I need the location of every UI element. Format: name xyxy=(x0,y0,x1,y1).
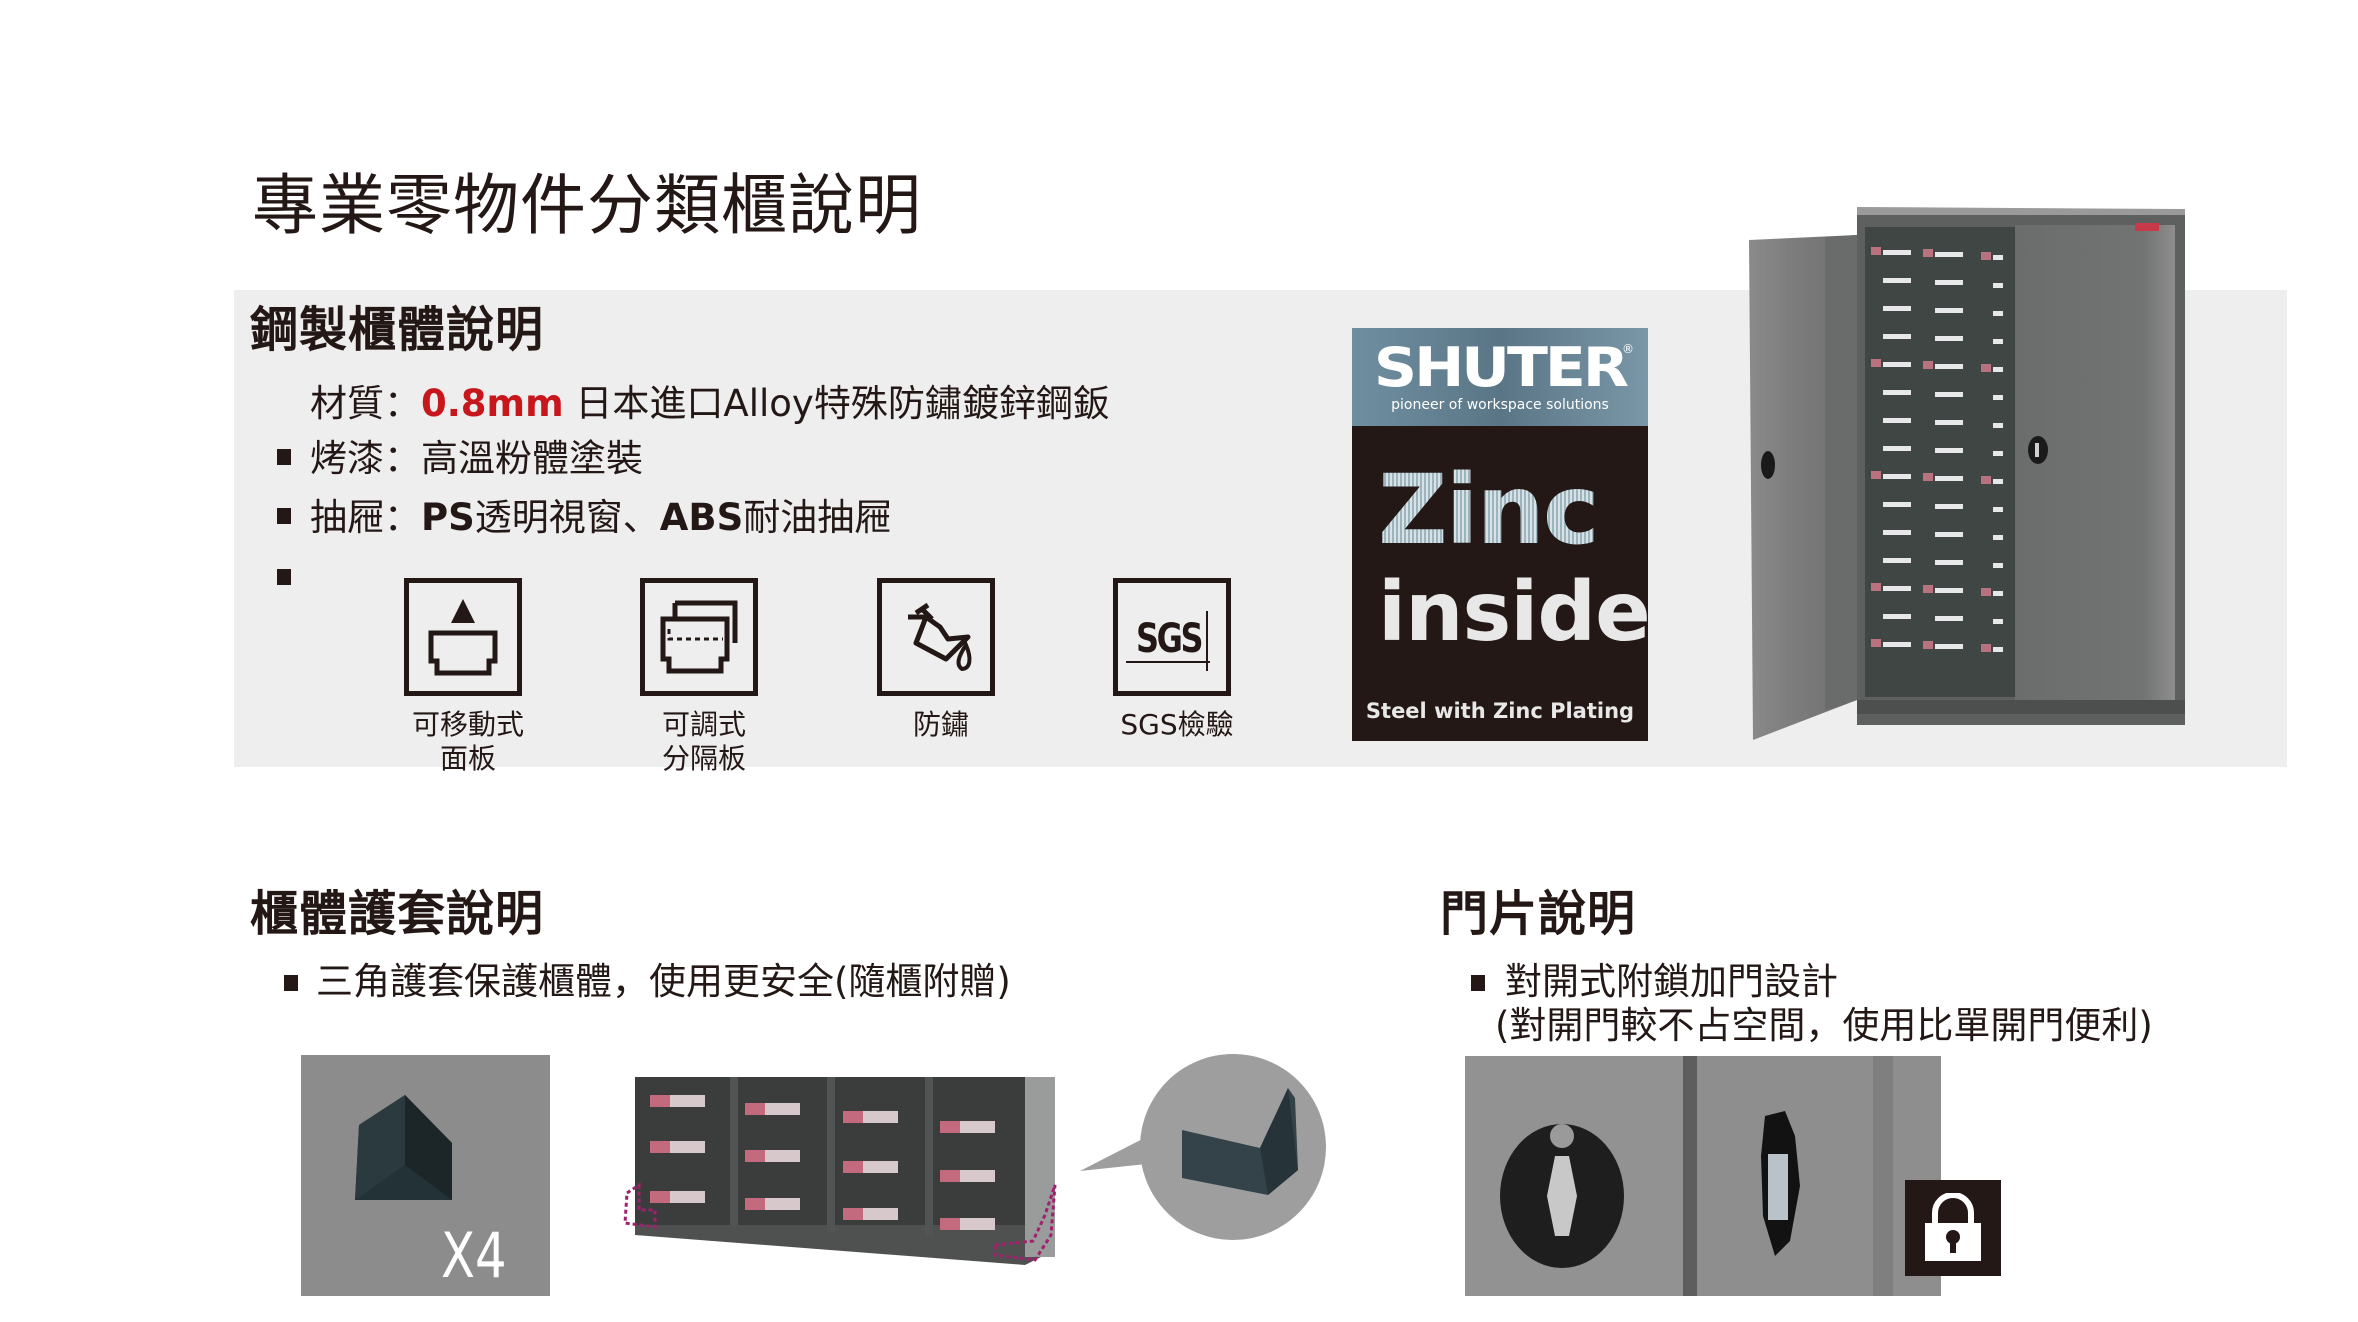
lock-icon xyxy=(1905,1180,2001,1276)
material-thickness: 0.8mm xyxy=(421,382,564,425)
bullet-square xyxy=(277,569,291,585)
registered-mark: ® xyxy=(1622,342,1634,356)
shuter-logo: SHUTER xyxy=(1373,336,1629,400)
quantity-label: X4 xyxy=(441,1219,507,1292)
cabinet-product-image xyxy=(1735,195,2187,745)
logo-inside-text: inside xyxy=(1378,565,1648,660)
bullet-square xyxy=(277,508,291,524)
material-line: 材質：0.8mm 日本進口Alloy特殊防鏽鍍鋅鋼鈑 xyxy=(310,380,1110,428)
corner-protector-zoom-bubble xyxy=(1070,1050,1340,1250)
zinc-inside-logo: SHUTER ® pioneer of workspace solutions … xyxy=(1352,328,1648,741)
movable-panel-icon xyxy=(404,578,522,696)
feature-label-rustproof: 防鏽 xyxy=(912,708,969,741)
protector-section-heading: 櫃體護套說明 xyxy=(250,886,545,942)
drawer-abs: ABS xyxy=(659,496,744,539)
corner-protector-image: X4 xyxy=(301,1055,550,1296)
page-title: 專業零物件分類櫃說明 xyxy=(252,167,922,244)
paint-text: 高溫粉體塗裝 xyxy=(421,437,643,480)
bullet-square xyxy=(277,449,291,465)
door-section-heading: 門片說明 xyxy=(1440,886,1637,942)
logo-footer: Steel with Zinc Plating xyxy=(1365,699,1635,723)
paint-label: 烤漆： xyxy=(310,437,421,480)
drawer-line: 抽屜：PS透明視窗、ABS耐油抽屜 xyxy=(310,494,891,542)
drawer-ps: PS xyxy=(421,496,475,539)
steel-section-heading: 鋼製櫃體說明 xyxy=(250,302,545,358)
drawer-label: 抽屜： xyxy=(310,496,421,539)
drawer-unit-image xyxy=(615,1075,1065,1275)
material-label: 材質： xyxy=(310,382,421,425)
feature-label-adjustable-divider: 可調式分隔板 xyxy=(661,708,746,775)
door-bullet-line2: (對開門較不占空間，使用比單開門便利) xyxy=(1495,1004,2153,1047)
sgs-icon: SGS xyxy=(1113,578,1231,696)
door-lock-image xyxy=(1465,1056,1941,1296)
door-bullet-line1: 對開式附鎖加門設計 xyxy=(1505,960,1838,1003)
material-text: 日本進口Alloy特殊防鏽鍍鋅鋼鈑 xyxy=(563,382,1110,425)
drawer-text2: 耐油抽屜 xyxy=(743,496,892,539)
shuter-brand-band xyxy=(1352,328,1648,426)
feature-label-movable-panel: 可移動式面板 xyxy=(411,708,524,775)
protector-bullet-text: 三角護套保護櫃體，使用更安全(隨櫃附贈) xyxy=(316,960,1011,1003)
logo-tagline: pioneer of workspace solutions xyxy=(1391,397,1609,413)
bullet-square xyxy=(1471,975,1485,991)
adjustable-divider-icon xyxy=(640,578,758,696)
logo-zinc-text: Zinc xyxy=(1378,454,1600,566)
feature-label-sgs: SGS檢驗 xyxy=(1120,708,1234,741)
drawer-text1: 透明視窗、 xyxy=(474,496,660,539)
bullet-square xyxy=(284,975,298,991)
rustproof-icon xyxy=(877,578,995,696)
paint-line: 烤漆：高溫粉體塗裝 xyxy=(310,435,643,483)
